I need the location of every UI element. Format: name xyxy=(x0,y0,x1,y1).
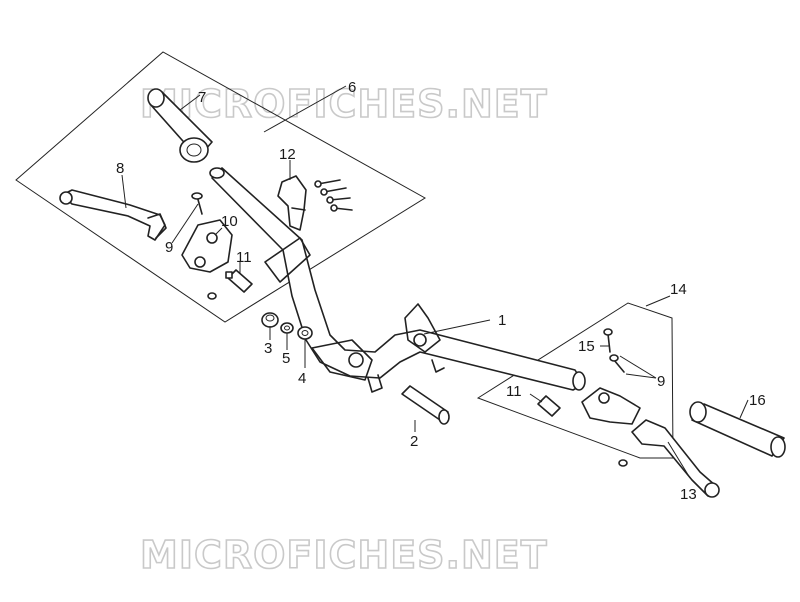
clamp-with-bolts xyxy=(277,175,353,231)
right-lever-mount xyxy=(581,387,641,425)
left-lever xyxy=(59,189,167,241)
callout-13: 13 xyxy=(680,486,697,503)
callout-12: 12 xyxy=(279,146,296,163)
callout-9-left: 9 xyxy=(165,239,173,256)
nut-part xyxy=(261,312,279,328)
callout-14: 14 xyxy=(670,281,687,298)
callout-6: 6 xyxy=(348,79,356,96)
left-grip xyxy=(147,88,213,163)
callout-10: 10 xyxy=(221,213,238,230)
right-lever xyxy=(631,419,720,498)
callout-1: 1 xyxy=(498,312,506,329)
right-small-screw xyxy=(603,328,613,353)
washer-part xyxy=(280,322,294,334)
leader-lines xyxy=(121,85,749,479)
handlebar xyxy=(209,167,586,393)
bolt-part xyxy=(401,385,450,425)
callout-9-right: 9 xyxy=(657,373,665,390)
callout-15: 15 xyxy=(578,338,595,355)
callout-4: 4 xyxy=(298,370,306,387)
callout-2: 2 xyxy=(410,433,418,450)
right-grip xyxy=(689,401,786,458)
callout-11-right: 11 xyxy=(506,383,522,400)
left-lever-mount xyxy=(181,219,233,273)
callout-11-left: 11 xyxy=(236,249,252,266)
watermark-top: MICROFICHES.NET xyxy=(140,82,548,126)
callout-7: 7 xyxy=(198,89,206,106)
left-control-group-outline xyxy=(15,51,426,323)
callout-16: 16 xyxy=(749,392,766,409)
right-switch xyxy=(537,395,561,417)
callout-5: 5 xyxy=(282,350,290,367)
callout-8: 8 xyxy=(116,160,124,177)
left-screw xyxy=(191,192,217,300)
callout-3: 3 xyxy=(264,340,272,357)
left-switch xyxy=(225,269,253,293)
spacer-washer-part xyxy=(297,326,313,340)
watermark-bottom: MICROFICHES.NET xyxy=(140,533,548,577)
right-screw xyxy=(609,354,628,467)
right-control-group-outline xyxy=(476,302,674,459)
